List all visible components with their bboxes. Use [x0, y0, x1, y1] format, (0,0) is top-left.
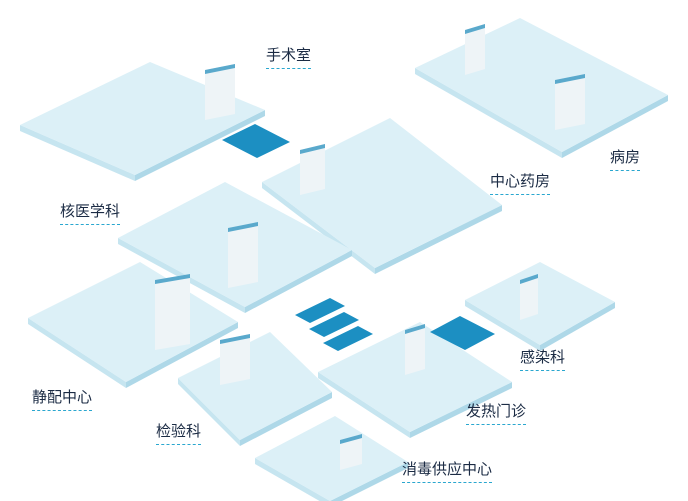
equipment	[465, 24, 485, 75]
equipment-trim	[228, 222, 258, 232]
label-cssd: 消毒供应中心	[402, 458, 493, 483]
equipment	[155, 274, 190, 350]
platform-pivas-side	[126, 322, 238, 388]
crosswalk-stripe	[309, 312, 359, 337]
equipment-trim	[300, 144, 325, 154]
label-infection: 感染科	[520, 346, 566, 371]
crosswalk-stripe	[295, 298, 345, 323]
floor-tile	[222, 124, 290, 158]
label-nuclear-medicine: 核医学科	[60, 200, 121, 225]
platform-ward-side	[562, 95, 668, 158]
equipment	[220, 334, 250, 385]
equipment	[520, 274, 538, 320]
crosswalk-stripe	[323, 326, 373, 351]
label-surgery: 手术室	[266, 44, 312, 69]
platform-nuclear-side	[245, 250, 352, 313]
equipment	[228, 222, 258, 288]
equipment	[340, 434, 362, 470]
equipment-trim	[155, 274, 190, 284]
label-fever-clinic: 发热门诊	[466, 400, 527, 425]
platform-surgery-side	[20, 125, 135, 181]
platform-lab-side	[178, 378, 240, 446]
equipment-trim	[520, 274, 538, 284]
platform-infection-side	[540, 302, 615, 351]
label-lab: 检验科	[156, 420, 202, 445]
platform-surgery	[20, 62, 265, 175]
equipment-trim	[405, 324, 425, 334]
floor-tile	[430, 316, 495, 350]
equipment-trim	[465, 24, 485, 34]
equipment-trim	[205, 64, 235, 74]
platform-ward	[415, 18, 668, 152]
platform-pivas-side	[28, 318, 126, 388]
label-ward: 病房	[610, 146, 641, 171]
platform-ward-side	[415, 68, 562, 158]
equipment	[405, 324, 425, 375]
platform-lab	[178, 332, 332, 440]
equipment	[300, 144, 325, 195]
equipment	[205, 64, 235, 120]
platform-lab-side	[240, 392, 332, 446]
equipment-trim	[340, 434, 362, 444]
platform-fever	[318, 322, 512, 432]
equipment-trim	[555, 74, 585, 84]
platform-surgery-side	[135, 110, 265, 181]
label-pivas: 静配中心	[32, 386, 93, 411]
equipment-trim	[220, 334, 250, 344]
platform-cssd	[255, 416, 408, 501]
platform-infection-side	[465, 300, 540, 351]
platform-pharmacy-side	[375, 205, 502, 274]
platform-fever-side	[318, 372, 410, 438]
label-pharmacy: 中心药房	[490, 170, 551, 195]
equipment	[555, 74, 585, 130]
platform-fever-side	[410, 382, 512, 438]
platform-infection	[465, 262, 615, 345]
